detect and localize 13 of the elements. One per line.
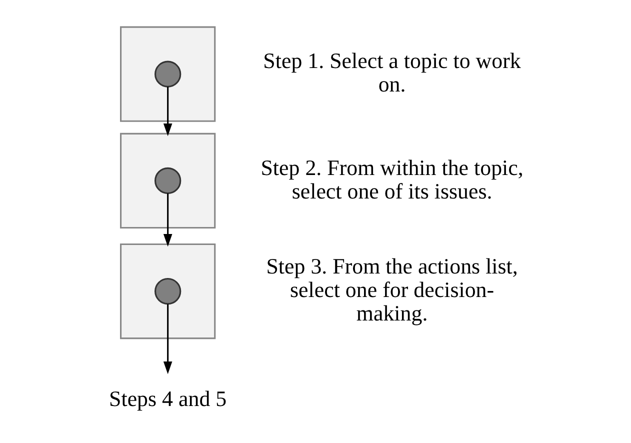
node-circle [154,60,181,88]
node-circle [154,167,181,194]
arrow [162,193,172,247]
arrow [162,304,172,374]
node-label: Step 3. From the actions list, select one for decision-making. [266,254,518,326]
arrow [162,86,172,136]
cluster [120,243,216,340]
node-text: Steps 4 and 5 [108,386,226,412]
cluster [120,26,216,122]
node-circle [154,278,181,305]
node-label: Step 1. Select a topic to work on. [262,48,520,97]
cluster [120,132,216,229]
node-label: Step 2. From within the topic, select one of its issues. [260,154,523,204]
